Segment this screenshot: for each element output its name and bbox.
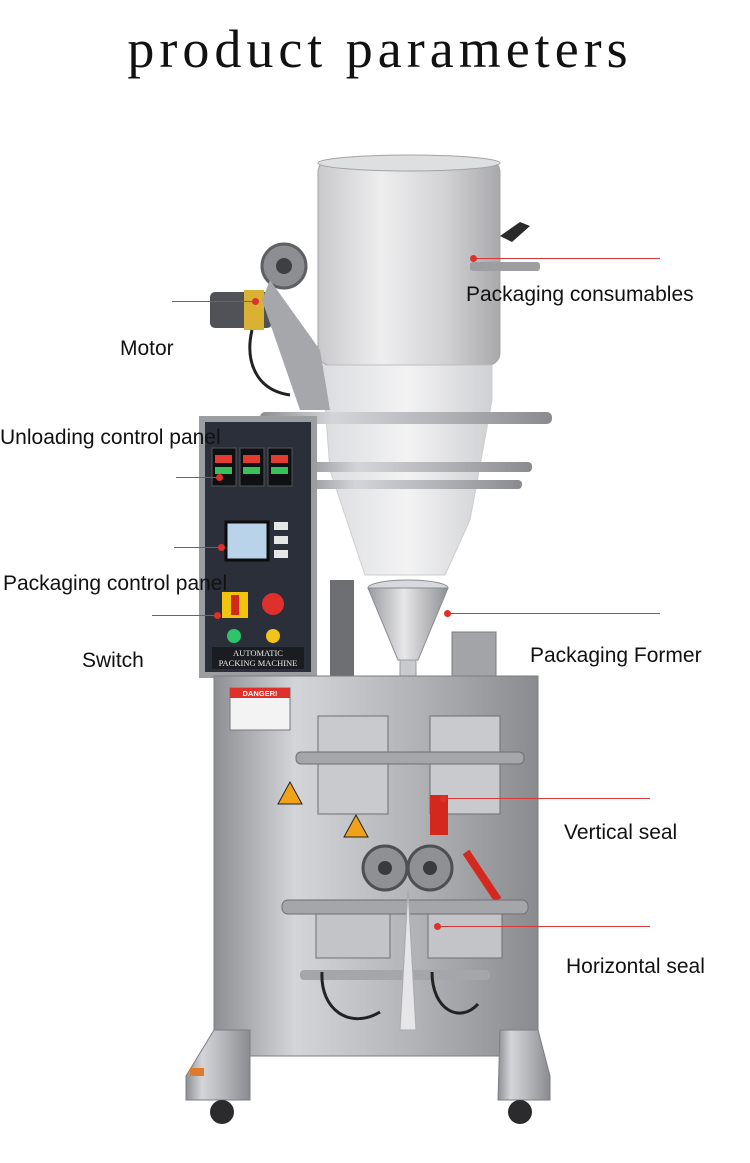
control-cabinet: AUTOMATIC PACKING MACHINE xyxy=(199,416,317,678)
unloading-control-panel-leader xyxy=(176,477,220,478)
packaging-consumables-marker xyxy=(470,255,477,262)
label-packaging-former: Packaging Former xyxy=(530,644,702,667)
label-unloading-control-panel: Unloading control panel xyxy=(0,426,221,449)
vertical-seal-leader xyxy=(444,798,650,799)
machine-base xyxy=(185,1029,551,1124)
panel-plate-line2: PACKING MACHINE xyxy=(219,658,298,668)
page-title: product parameters xyxy=(127,19,633,79)
panel-plate-line1: AUTOMATIC xyxy=(233,648,283,658)
switch-marker xyxy=(214,612,221,619)
packaging-control-panel-marker xyxy=(218,544,225,551)
switch-leader xyxy=(152,615,218,616)
horizontal-seal-leader xyxy=(438,926,650,927)
motor-assembly xyxy=(210,242,330,410)
horizontal-seal-marker xyxy=(434,923,441,930)
film-roll xyxy=(317,154,540,366)
label-horizontal-seal: Horizontal seal xyxy=(566,955,705,978)
packaging-former-leader xyxy=(448,613,660,614)
label-vertical-seal: Vertical seal xyxy=(564,821,678,844)
vertical-seal-marker xyxy=(440,795,447,802)
label-packaging-consumables: Packaging consumables xyxy=(466,283,694,306)
label-motor: Motor xyxy=(120,337,174,360)
main-body: DANGER! xyxy=(213,675,539,1057)
label-packaging-control-panel: Packaging control panel xyxy=(3,572,228,595)
packaging-consumables-leader xyxy=(474,258,660,259)
motor-marker xyxy=(252,298,259,305)
packaging-control-panel-leader xyxy=(174,547,222,548)
unloading-control-panel-marker xyxy=(216,474,223,481)
motor-leader xyxy=(172,301,256,302)
packaging-former-marker xyxy=(444,610,451,617)
danger-label: DANGER! xyxy=(243,689,278,698)
label-switch: Switch xyxy=(82,649,144,672)
